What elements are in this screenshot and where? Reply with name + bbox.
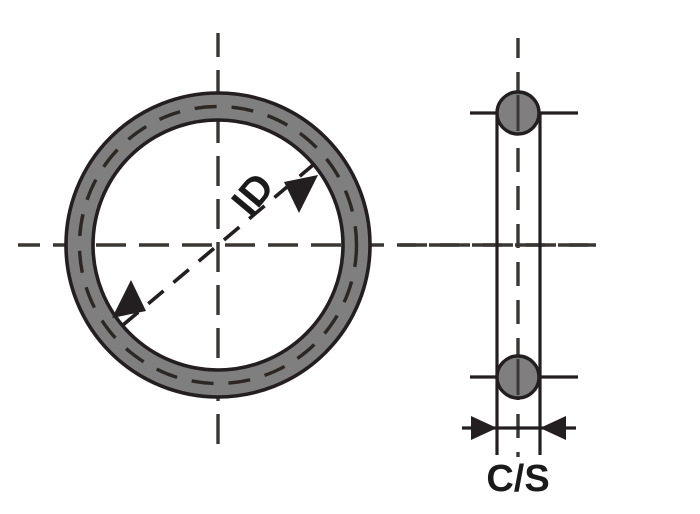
ring-outer-outline [64,91,372,399]
id-arrowhead-lower-left [112,280,146,318]
cs-label: C/S [486,458,549,500]
section-view: C/S [400,38,596,500]
cs-arrowhead-right [540,416,566,440]
ring-inner-outline [91,118,345,372]
id-arrowhead-upper-right [284,175,318,213]
id-dimension-line [121,163,315,327]
ring-mean-dashed-circle [77,104,359,386]
cs-arrowhead-left [471,416,497,440]
id-dimension-group [121,163,315,327]
